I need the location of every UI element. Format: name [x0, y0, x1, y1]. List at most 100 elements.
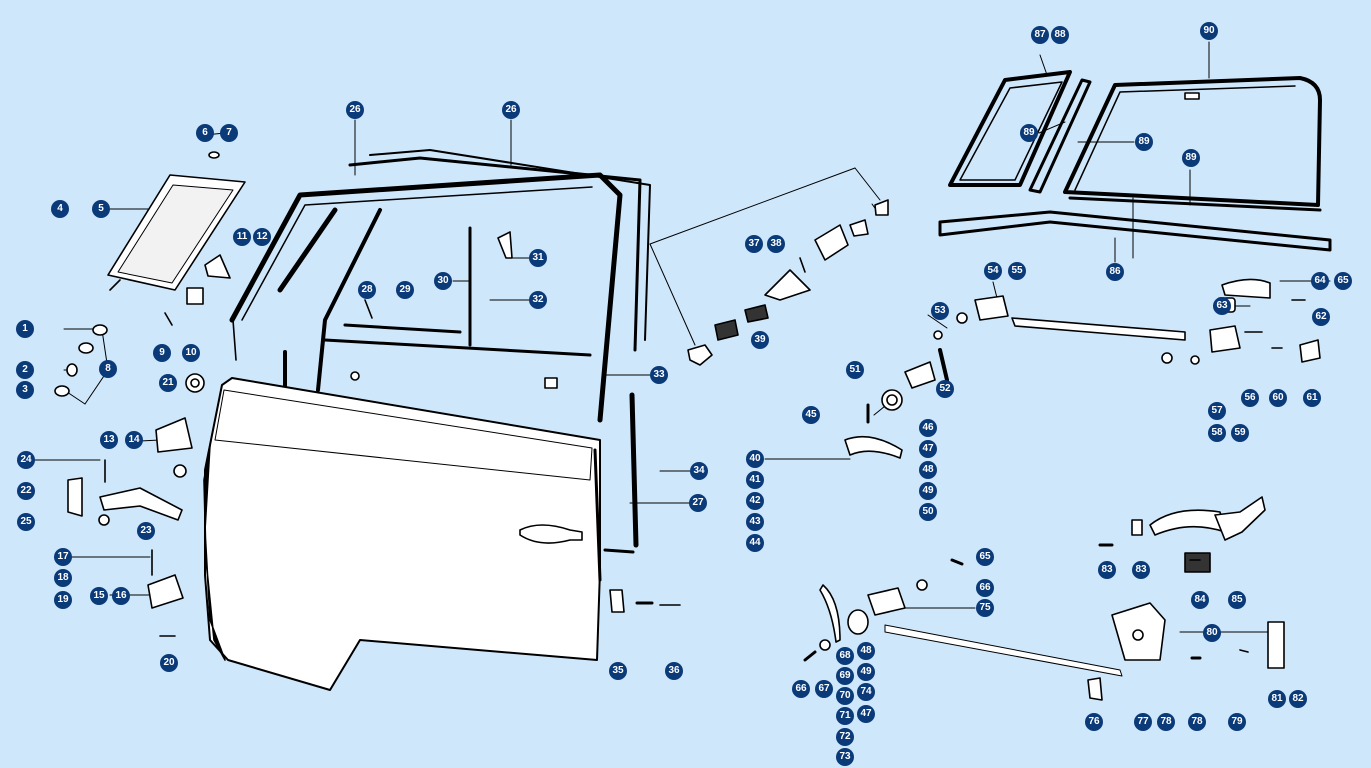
- part-callout-54[interactable]: 54: [984, 262, 1002, 280]
- part-callout-46[interactable]: 46: [919, 419, 937, 437]
- part-callout-20[interactable]: 20: [160, 654, 178, 672]
- part-callout-61[interactable]: 61: [1303, 389, 1321, 407]
- part-callout-13[interactable]: 13: [100, 431, 118, 449]
- part-callout-73[interactable]: 73: [836, 748, 854, 766]
- part-callout-47[interactable]: 47: [919, 440, 937, 458]
- part-callout-18[interactable]: 18: [54, 569, 72, 587]
- part-callout-65[interactable]: 65: [1334, 272, 1352, 290]
- part-callout-89[interactable]: 89: [1020, 124, 1038, 142]
- part-callout-81[interactable]: 81: [1268, 690, 1286, 708]
- part-callout-82[interactable]: 82: [1289, 690, 1307, 708]
- part-callout-70[interactable]: 70: [836, 687, 854, 705]
- part-callout-17[interactable]: 17: [54, 548, 72, 566]
- part-callout-76[interactable]: 76: [1085, 713, 1103, 731]
- part-callout-90[interactable]: 90: [1200, 22, 1218, 40]
- part-callout-80[interactable]: 80: [1203, 624, 1221, 642]
- part-callout-27[interactable]: 27: [689, 494, 707, 512]
- part-callout-86[interactable]: 86: [1106, 263, 1124, 281]
- part-callout-88[interactable]: 88: [1051, 26, 1069, 44]
- part-callout-11[interactable]: 11: [233, 228, 251, 246]
- part-callout-31[interactable]: 31: [529, 249, 547, 267]
- part-callout-36[interactable]: 36: [665, 662, 683, 680]
- part-callout-28[interactable]: 28: [358, 281, 376, 299]
- part-callout-62[interactable]: 62: [1312, 308, 1330, 326]
- part-callout-55[interactable]: 55: [1008, 262, 1026, 280]
- part-callout-25[interactable]: 25: [17, 513, 35, 531]
- part-callout-37[interactable]: 37: [745, 235, 763, 253]
- part-callout-19[interactable]: 19: [54, 591, 72, 609]
- part-callout-83[interactable]: 83: [1098, 561, 1116, 579]
- part-callout-12[interactable]: 12: [253, 228, 271, 246]
- part-callout-40[interactable]: 40: [746, 450, 764, 468]
- part-callout-33[interactable]: 33: [650, 366, 668, 384]
- part-callout-53[interactable]: 53: [931, 302, 949, 320]
- part-callout-42[interactable]: 42: [746, 492, 764, 510]
- part-callout-26[interactable]: 26: [346, 101, 364, 119]
- part-callout-16[interactable]: 16: [112, 587, 130, 605]
- part-callout-78[interactable]: 78: [1188, 713, 1206, 731]
- part-callout-65[interactable]: 65: [976, 548, 994, 566]
- part-callout-66[interactable]: 66: [792, 680, 810, 698]
- part-callout-7[interactable]: 7: [220, 124, 238, 142]
- part-callout-78[interactable]: 78: [1157, 713, 1175, 731]
- part-callout-21[interactable]: 21: [159, 374, 177, 392]
- part-callout-38[interactable]: 38: [767, 235, 785, 253]
- part-callout-41[interactable]: 41: [746, 471, 764, 489]
- part-callout-32[interactable]: 32: [529, 291, 547, 309]
- part-callout-58[interactable]: 58: [1208, 424, 1226, 442]
- part-callout-52[interactable]: 52: [936, 380, 954, 398]
- part-callout-77[interactable]: 77: [1134, 713, 1152, 731]
- part-callout-45[interactable]: 45: [802, 406, 820, 424]
- part-callout-72[interactable]: 72: [836, 728, 854, 746]
- part-callout-34[interactable]: 34: [690, 462, 708, 480]
- part-callout-26[interactable]: 26: [502, 101, 520, 119]
- part-callout-35[interactable]: 35: [609, 662, 627, 680]
- part-callout-14[interactable]: 14: [125, 431, 143, 449]
- part-callout-9[interactable]: 9: [153, 344, 171, 362]
- part-callout-48[interactable]: 48: [919, 461, 937, 479]
- part-callout-1[interactable]: 1: [16, 320, 34, 338]
- part-callout-74[interactable]: 74: [857, 683, 875, 701]
- part-callout-44[interactable]: 44: [746, 534, 764, 552]
- part-callout-39[interactable]: 39: [751, 331, 769, 349]
- part-callout-23[interactable]: 23: [137, 522, 155, 540]
- part-callout-89[interactable]: 89: [1182, 149, 1200, 167]
- part-callout-15[interactable]: 15: [90, 587, 108, 605]
- part-callout-10[interactable]: 10: [182, 344, 200, 362]
- part-callout-4[interactable]: 4: [51, 200, 69, 218]
- part-callout-64[interactable]: 64: [1311, 272, 1329, 290]
- part-callout-49[interactable]: 49: [919, 482, 937, 500]
- part-callout-6[interactable]: 6: [196, 124, 214, 142]
- part-callout-71[interactable]: 71: [836, 707, 854, 725]
- part-callout-83[interactable]: 83: [1132, 561, 1150, 579]
- part-callout-2[interactable]: 2: [16, 361, 34, 379]
- part-callout-49[interactable]: 49: [857, 663, 875, 681]
- part-callout-29[interactable]: 29: [396, 281, 414, 299]
- part-callout-63[interactable]: 63: [1213, 297, 1231, 315]
- part-callout-59[interactable]: 59: [1231, 424, 1249, 442]
- part-callout-69[interactable]: 69: [836, 667, 854, 685]
- part-callout-30[interactable]: 30: [434, 272, 452, 290]
- part-callout-66[interactable]: 66: [976, 579, 994, 597]
- part-callout-89[interactable]: 89: [1135, 133, 1153, 151]
- part-callout-24[interactable]: 24: [17, 451, 35, 469]
- part-callout-5[interactable]: 5: [92, 200, 110, 218]
- part-callout-48[interactable]: 48: [857, 642, 875, 660]
- part-callout-56[interactable]: 56: [1241, 389, 1259, 407]
- part-callout-22[interactable]: 22: [17, 482, 35, 500]
- part-callout-60[interactable]: 60: [1269, 389, 1287, 407]
- part-callout-85[interactable]: 85: [1228, 591, 1246, 609]
- part-callout-51[interactable]: 51: [846, 361, 864, 379]
- part-callout-47[interactable]: 47: [857, 705, 875, 723]
- part-callout-75[interactable]: 75: [976, 599, 994, 617]
- part-callout-87[interactable]: 87: [1031, 26, 1049, 44]
- part-callout-3[interactable]: 3: [16, 381, 34, 399]
- part-callout-79[interactable]: 79: [1228, 713, 1246, 731]
- part-callout-43[interactable]: 43: [746, 513, 764, 531]
- part-callout-8[interactable]: 8: [99, 360, 117, 378]
- part-callout-57[interactable]: 57: [1208, 402, 1226, 420]
- part-callout-68[interactable]: 68: [836, 647, 854, 665]
- part-callout-67[interactable]: 67: [815, 680, 833, 698]
- part-callout-50[interactable]: 50: [919, 503, 937, 521]
- part-callout-84[interactable]: 84: [1191, 591, 1209, 609]
